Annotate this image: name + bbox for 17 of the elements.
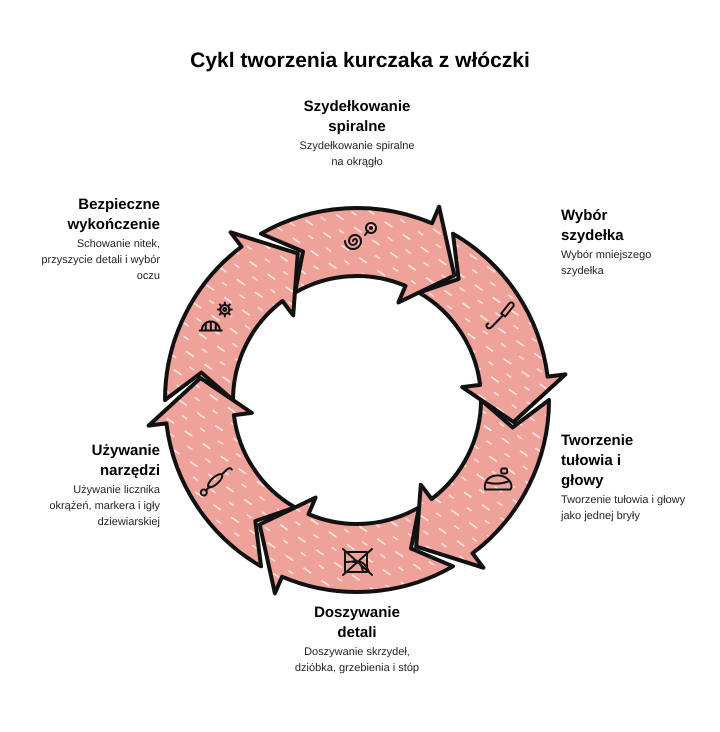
arrow-segment xyxy=(259,204,456,304)
step-heading: Używanie narzędzi xyxy=(90,441,160,481)
step-description: Doszywanie skrzydeł, dzióbka, grzebienia i stóp xyxy=(294,645,420,676)
arrow-segment xyxy=(258,496,455,596)
step-heading: Bezpieczne wykończenie xyxy=(66,195,160,235)
step-description: Wybór mniejszego szydełka xyxy=(561,248,652,279)
step-description: Szydełkowanie spiralne na okrągło xyxy=(298,139,416,170)
arrow-segment xyxy=(414,398,551,570)
arrow-segment xyxy=(163,230,300,402)
step-description: Schowanie nitek, przyszycie detali i wybór oczu xyxy=(40,237,160,284)
step-heading: Tworzenie tułowia i głowy xyxy=(561,431,634,491)
diagram-title: Cykl tworzenia kurczaka z włóczki xyxy=(189,48,531,74)
step-description: Używanie licznika okrążeń, markera i igły dziewiarskiej xyxy=(48,483,160,530)
step-heading: Szydełkowanie spiralne xyxy=(302,97,412,137)
step-description: Tworzenie tułowia i głowy jako jednej bryły xyxy=(561,493,686,524)
step-heading: Wybór szydełka xyxy=(561,206,625,246)
step-heading: Doszywanie detali xyxy=(313,603,401,643)
